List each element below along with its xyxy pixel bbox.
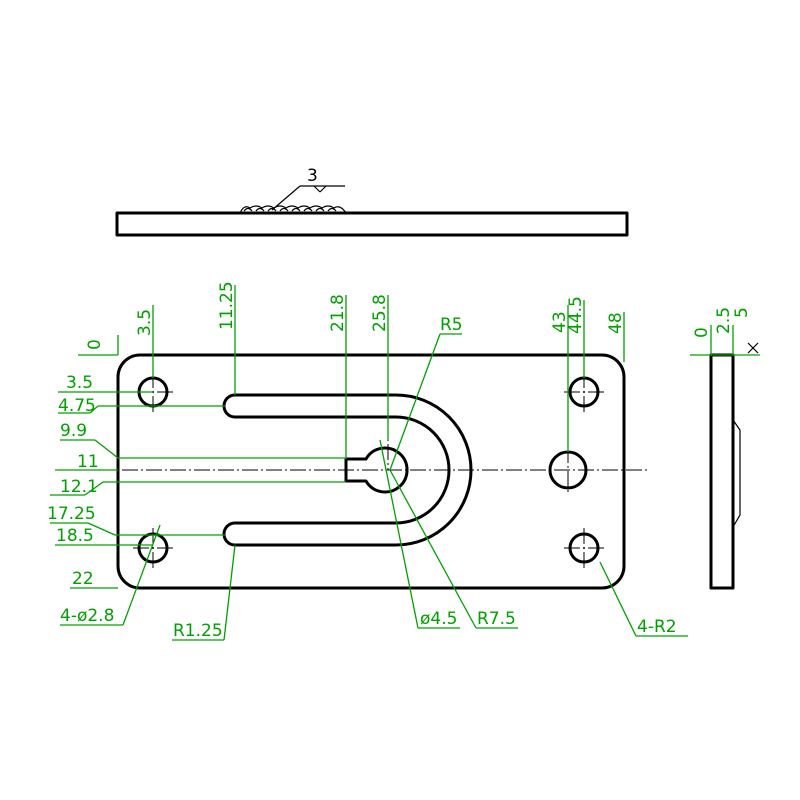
dim-center-x-label: 25.8 bbox=[370, 294, 390, 332]
weld-symbol: 3 bbox=[271, 166, 345, 211]
dim-hole-y-label: 3.5 bbox=[66, 373, 93, 393]
top-dimensions: 0 3.5 11.25 21.8 25.8 43 44.5 48 bbox=[78, 281, 626, 459]
side-top-marker-label: 5 bbox=[732, 307, 752, 318]
dim-slot-top-y-label: 4.75 bbox=[58, 396, 96, 416]
callouts: 4-ø2.8 R1.25 R5 ø4.5 R7.5 4-R2 bbox=[60, 315, 688, 641]
u-slot bbox=[222, 393, 473, 547]
dim-notch-bottom-y-label: 12.1 bbox=[60, 477, 98, 497]
side-thickness-label: 2.5 bbox=[714, 307, 734, 334]
dim-slot-bottom-y-label: 17.25 bbox=[47, 504, 96, 524]
front-view bbox=[98, 300, 650, 590]
weld-bead bbox=[239, 205, 347, 214]
dim-right-corner-x-label: 44.5 bbox=[566, 296, 586, 334]
callout-slot-end-radius: R1.25 bbox=[173, 621, 223, 641]
dim-right-hole-x-label: 43 bbox=[550, 311, 570, 333]
plate-outline bbox=[116, 353, 626, 590]
dim-notch-x-label: 21.8 bbox=[328, 294, 348, 332]
dim-zero-label: 0 bbox=[85, 339, 105, 350]
dim-overall-length-label: 48 bbox=[606, 312, 626, 334]
callout-center-hole: ø4.5 bbox=[420, 609, 457, 629]
callout-outer-arc-radius: R7.5 bbox=[477, 609, 516, 629]
side-zero-label: 0 bbox=[692, 327, 712, 338]
dim-lower-hole-y-label: 18.5 bbox=[56, 526, 94, 546]
dim-centerline-y-label: 11 bbox=[77, 452, 99, 472]
dim-hole-x-label: 3.5 bbox=[135, 309, 155, 336]
center-keyhole bbox=[344, 446, 409, 494]
dim-overall-width-label: 22 bbox=[72, 569, 94, 589]
dim-notch-top-y-label: 9.9 bbox=[60, 421, 87, 441]
callout-mount-holes: 4-ø2.8 bbox=[60, 606, 114, 626]
plate-edge-profile bbox=[709, 353, 735, 590]
plate-profile bbox=[115, 211, 629, 237]
dim-slot-x-label: 11.25 bbox=[217, 281, 237, 330]
side-view-top: 3 bbox=[115, 166, 629, 237]
callout-corner-radius: 4-R2 bbox=[637, 617, 677, 637]
side-view-right: 0 2.5 5 bbox=[690, 307, 760, 590]
left-dimensions: 3.5 4.75 9.9 11 12.1 17.25 18.5 22 bbox=[47, 373, 346, 589]
weld-size-label: 3 bbox=[307, 166, 318, 186]
callout-inner-arc-radius: R5 bbox=[440, 315, 463, 335]
weld-profile bbox=[732, 419, 741, 528]
